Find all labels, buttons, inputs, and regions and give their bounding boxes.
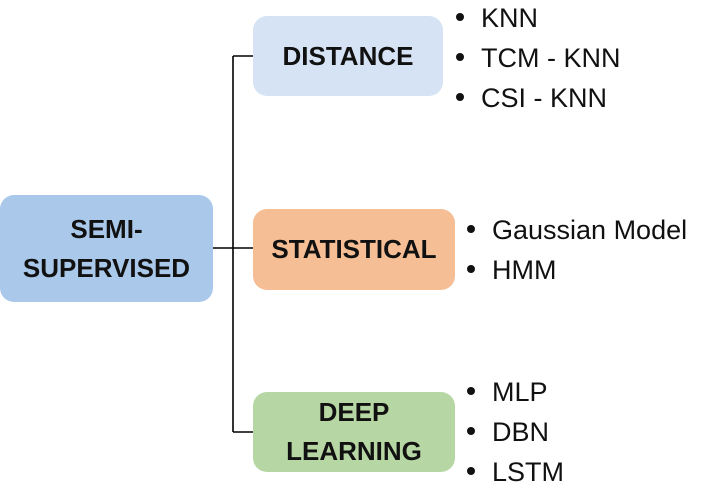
list-item: CSI - KNN (456, 78, 620, 118)
list-item: TCM - KNN (456, 38, 620, 78)
branch-node-label: DEEP LEARNING (286, 397, 422, 466)
list-item: DBN (467, 412, 564, 452)
branch-node-distance: DISTANCE (253, 16, 443, 96)
root-node-label: SEMI- SUPERVISED (22, 213, 191, 283)
branch-node-statistical: STATISTICAL (253, 209, 455, 290)
distance-methods-list: KNN TCM - KNN CSI - KNN (456, 0, 620, 118)
list-item: MLP (467, 372, 564, 412)
statistical-methods-list: Gaussian Model HMM (467, 210, 687, 290)
branch-node-label: DISTANCE (282, 40, 414, 71)
list-item: LSTM (467, 452, 564, 492)
deep-learning-methods-list: MLP DBN LSTM (467, 372, 564, 492)
list-item: KNN (456, 0, 620, 38)
branch-node-deep-learning: DEEP LEARNING (253, 392, 455, 472)
root-node-semi-supervised: SEMI- SUPERVISED (0, 195, 213, 302)
branch-node-label: STATISTICAL (271, 234, 437, 264)
list-item: Gaussian Model (467, 210, 687, 250)
list-item: HMM (467, 250, 687, 290)
